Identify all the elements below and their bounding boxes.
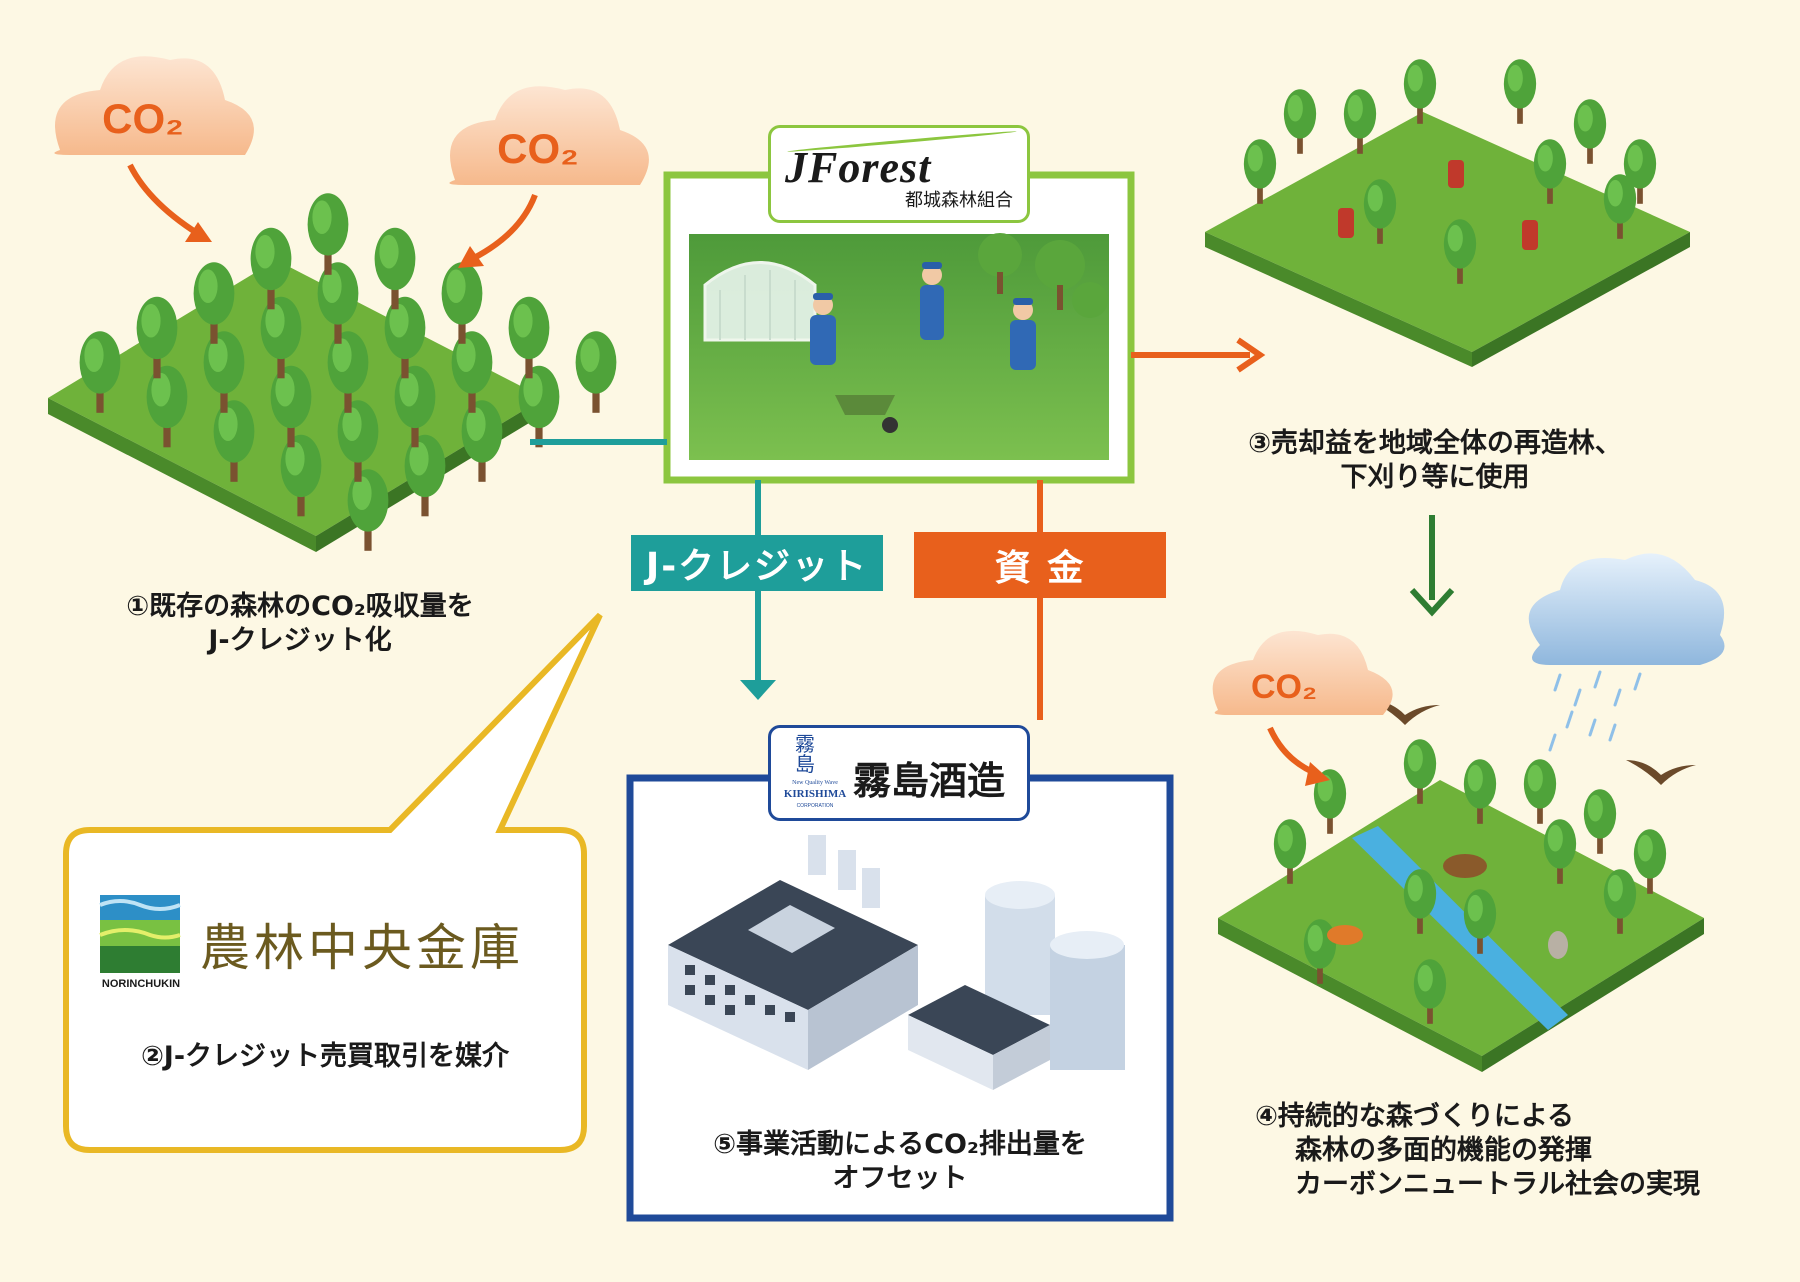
tree xyxy=(1633,829,1667,894)
co2-cloud-3 xyxy=(1212,630,1393,715)
tree xyxy=(441,262,483,344)
caption-step1: ①既存の森林のCO₂吸収量を J-クレジット化 xyxy=(80,590,520,658)
jforest-logo-tab: JForest 都城森林組合 xyxy=(768,125,1030,223)
kirishima-name: 霧島酒造 xyxy=(853,759,1006,803)
tree xyxy=(1303,919,1337,984)
credit-label-box: J-クレジット xyxy=(631,535,883,591)
co2-arrow-1 xyxy=(127,163,207,241)
tree xyxy=(1583,789,1617,854)
tree xyxy=(1403,59,1437,124)
caption-step5: ⑤事業活動によるCO₂排出量を オフセット xyxy=(650,1128,1150,1196)
caption-step2: ②J-クレジット売買取引を媒介 xyxy=(140,1041,510,1072)
tree xyxy=(347,469,389,551)
tree xyxy=(213,400,255,482)
tree xyxy=(136,296,178,379)
kirishima-corp-small: CORPORATION xyxy=(796,803,834,809)
tree xyxy=(518,365,560,448)
tree xyxy=(327,331,369,413)
kirishima-logo-tab: 霧島 New Quality Wave KIRISHIMA CORPORATIO… xyxy=(768,725,1030,821)
tree xyxy=(374,227,416,310)
caption-step3-line2: 下刈り等に使用 xyxy=(1340,462,1530,493)
co2-label-3: CO₂ xyxy=(1250,668,1318,706)
norinchukin-logo xyxy=(99,895,181,973)
caption-step4-line1: ④持続的な森づくりによる xyxy=(1255,1101,1575,1132)
tree xyxy=(1603,174,1637,239)
tree xyxy=(1533,139,1567,204)
tree xyxy=(270,365,312,448)
tree xyxy=(203,331,245,413)
tree xyxy=(1503,59,1537,124)
kirishima-brand-en: KIRISHIMA xyxy=(783,788,847,800)
forest-block-4 xyxy=(1218,780,1704,1072)
kirishima-sub-small: New Quality Wave xyxy=(792,780,838,786)
tree xyxy=(280,434,322,517)
funds-label-box: 資 金 xyxy=(914,532,1166,598)
tree xyxy=(1273,819,1307,884)
tree xyxy=(1623,139,1657,204)
forest-4-trees xyxy=(1273,739,1667,1024)
rain-cloud xyxy=(1528,553,1725,752)
funds-label: 資 金 xyxy=(994,548,1086,589)
co2-cloud-1 xyxy=(54,56,254,155)
tree xyxy=(384,296,426,379)
tree xyxy=(1343,89,1377,154)
caption-step5-line1: ⑤事業活動によるCO₂排出量を xyxy=(713,1129,1087,1160)
tree xyxy=(1403,739,1437,804)
tree xyxy=(1283,89,1317,154)
forest-3-trees xyxy=(1243,59,1657,284)
credit-arrow xyxy=(740,680,776,700)
tree xyxy=(1543,819,1577,884)
tree xyxy=(1363,179,1397,244)
tree xyxy=(1603,869,1637,934)
tree xyxy=(404,434,446,517)
co2-label-2: CO₂ xyxy=(497,125,579,172)
tree xyxy=(1443,219,1477,284)
caption-step4-line3: カーボンニュートラル社会の実現 xyxy=(1295,1169,1700,1200)
tree xyxy=(79,331,121,413)
tree xyxy=(307,193,349,275)
norinchukin-bubble xyxy=(63,612,603,1153)
jforest-logo-text: JForest xyxy=(785,143,932,192)
tree xyxy=(1523,759,1557,824)
norinchukin-logo-en: NORINCHUKIN xyxy=(101,978,181,990)
tree xyxy=(260,296,302,379)
tree xyxy=(1463,889,1497,954)
co2-label-1: CO₂ xyxy=(102,95,184,142)
tree xyxy=(146,365,188,448)
tree xyxy=(451,331,493,413)
norinchukin-name: 農林中央金庫 xyxy=(200,919,524,977)
co2-arrow-2 xyxy=(468,193,538,263)
tree xyxy=(575,331,617,413)
forest-3-workers xyxy=(1338,160,1538,250)
tree xyxy=(508,296,550,379)
tree xyxy=(1403,869,1437,934)
factory-illustration xyxy=(668,835,1125,1090)
tree xyxy=(394,365,436,448)
caption-step3-line1: ③売却益を地域全体の再造林、 xyxy=(1248,428,1622,459)
caption-step1-line2: J-クレジット化 xyxy=(208,625,392,656)
caption-step1-line1: ①既存の森林のCO₂吸収量を xyxy=(126,591,474,622)
forest-1-trees xyxy=(79,193,617,551)
forest-4-animals xyxy=(1327,854,1568,959)
kirishima-emblem: 霧島 xyxy=(795,732,815,776)
tree xyxy=(250,227,292,310)
caption-step3: ③売却益を地域全体の再造林、 下刈り等に使用 xyxy=(1185,427,1685,495)
jforest-scene xyxy=(689,233,1109,460)
jforest-org-name: 都城森林組合 xyxy=(905,190,1013,211)
tree xyxy=(317,262,359,344)
tree xyxy=(193,262,235,344)
tree xyxy=(461,400,503,482)
tree xyxy=(1413,959,1447,1024)
caption-step4-line2: 森林の多面的機能の発揮 xyxy=(1295,1135,1592,1166)
tree xyxy=(1463,759,1497,824)
tree xyxy=(337,400,379,482)
tree xyxy=(1573,99,1607,164)
tree xyxy=(1243,139,1277,204)
credit-label: J-クレジット xyxy=(645,546,869,587)
caption-step5-line2: オフセット xyxy=(832,1163,968,1194)
co2-cloud-2 xyxy=(449,86,649,185)
caption-step4: ④持続的な森づくりによる 森林の多面的機能の発揮 カーボンニュートラル社会の実現 xyxy=(1255,1100,1755,1202)
